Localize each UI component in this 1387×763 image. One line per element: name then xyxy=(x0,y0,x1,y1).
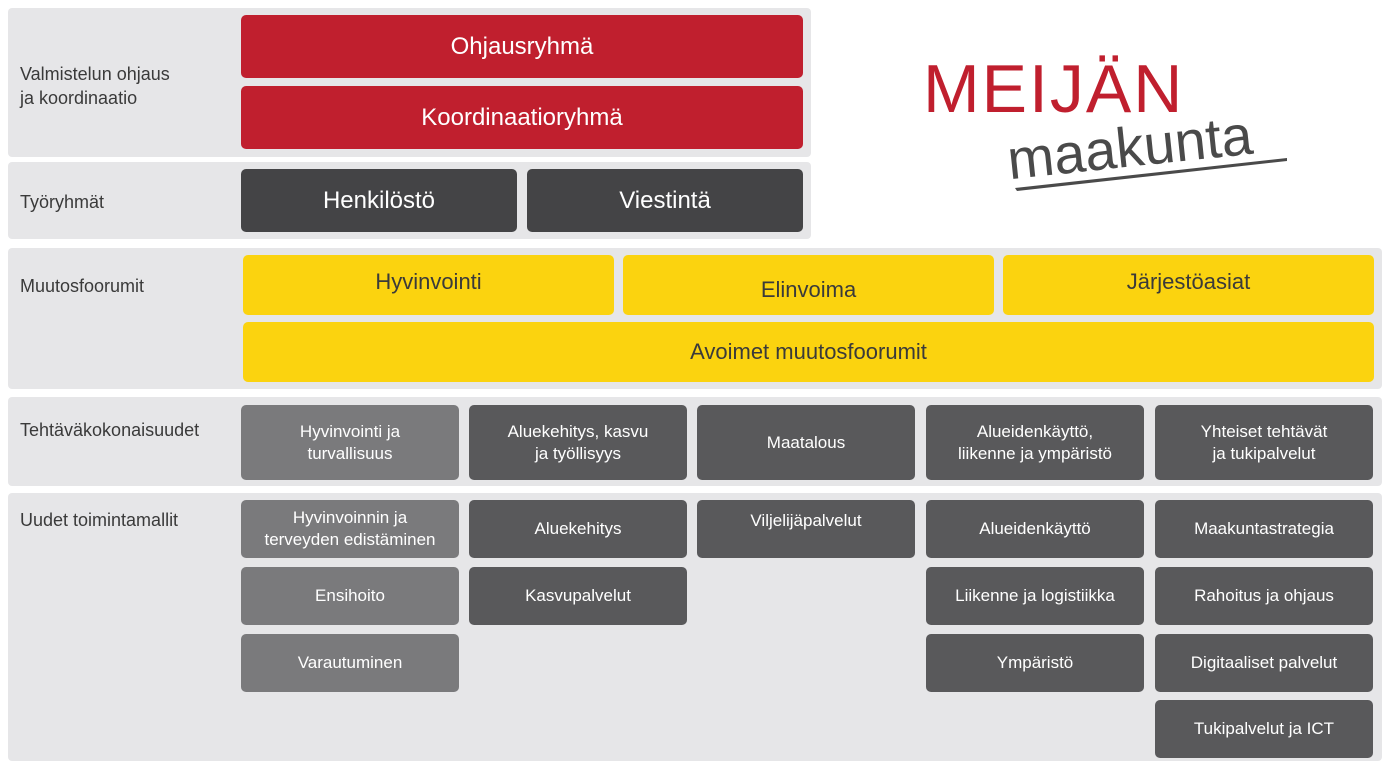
task-area-hyvinvointi: Hyvinvointi ja turvallisuus xyxy=(241,405,459,480)
logo-underline xyxy=(1015,158,1287,191)
band-new-models xyxy=(8,493,1382,761)
box-jarjestoasiat-forum: Järjestöasiat xyxy=(1003,255,1374,315)
box-henkilosto: Henkilöstö xyxy=(241,169,517,232)
model-maakuntastrategia: Maakuntastrategia xyxy=(1155,500,1373,558)
model-digitaaliset-palvelut: Digitaaliset palvelut xyxy=(1155,634,1373,692)
model-kasvupalvelut: Kasvupalvelut xyxy=(469,567,687,625)
box-elinvoima-forum: Elinvoima xyxy=(623,255,994,315)
task-area-aluekehitys: Aluekehitys, kasvu ja työllisyys xyxy=(469,405,687,480)
model-ymparisto: Ympäristö xyxy=(926,634,1144,692)
box-avoimet-muutosfoorumit: Avoimet muutosfoorumit xyxy=(243,322,1374,382)
row-label-governance: Valmistelun ohjaus ja koordinaatio xyxy=(20,64,170,108)
box-viestinta: Viestintä xyxy=(527,169,803,232)
row-label-new-models: Uudet toimintamallit xyxy=(20,510,179,530)
model-alueidenkaytto: Alueidenkäyttö xyxy=(926,500,1144,558)
model-tukipalvelut-ict: Tukipalvelut ja ICT xyxy=(1155,700,1373,758)
model-viljelijapalvelut: Viljelijäpalvelut xyxy=(697,500,915,558)
model-ensihoito: Ensihoito xyxy=(241,567,459,625)
model-liikenne-logistiikka: Liikenne ja logistiikka xyxy=(926,567,1144,625)
meijan-maakunta-logo: MEIJÄN maakunta xyxy=(923,51,1287,191)
box-koordinaatioryhma: Koordinaatioryhmä xyxy=(241,86,803,149)
row-label-change-forums: Muutosfoorumit xyxy=(20,276,145,296)
logo-line1: MEIJÄN xyxy=(923,51,1184,127)
box-ohjausryhma: Ohjausryhmä xyxy=(241,15,803,78)
model-aluekehitys: Aluekehitys xyxy=(469,500,687,558)
model-varautuminen: Varautuminen xyxy=(241,634,459,692)
box-hyvinvointi-forum: Hyvinvointi xyxy=(243,255,614,315)
task-area-yhteiset: Yhteiset tehtävät ja tukipalvelut xyxy=(1155,405,1373,480)
task-area-maatalous: Maatalous xyxy=(697,405,915,480)
model-terveyden-edistaminen: Hyvinvoinnin ja terveyden edistäminen xyxy=(241,500,459,558)
row-label-task-areas: Tehtäväkokonaisuudet xyxy=(20,420,200,440)
model-rahoitus-ohjaus: Rahoitus ja ohjaus xyxy=(1155,567,1373,625)
task-area-alueidenkaytto: Alueidenkäyttö, liikenne ja ympäristö xyxy=(926,405,1144,480)
row-label-working-groups: Työryhmät xyxy=(20,192,105,212)
band-task-areas xyxy=(8,397,1382,486)
